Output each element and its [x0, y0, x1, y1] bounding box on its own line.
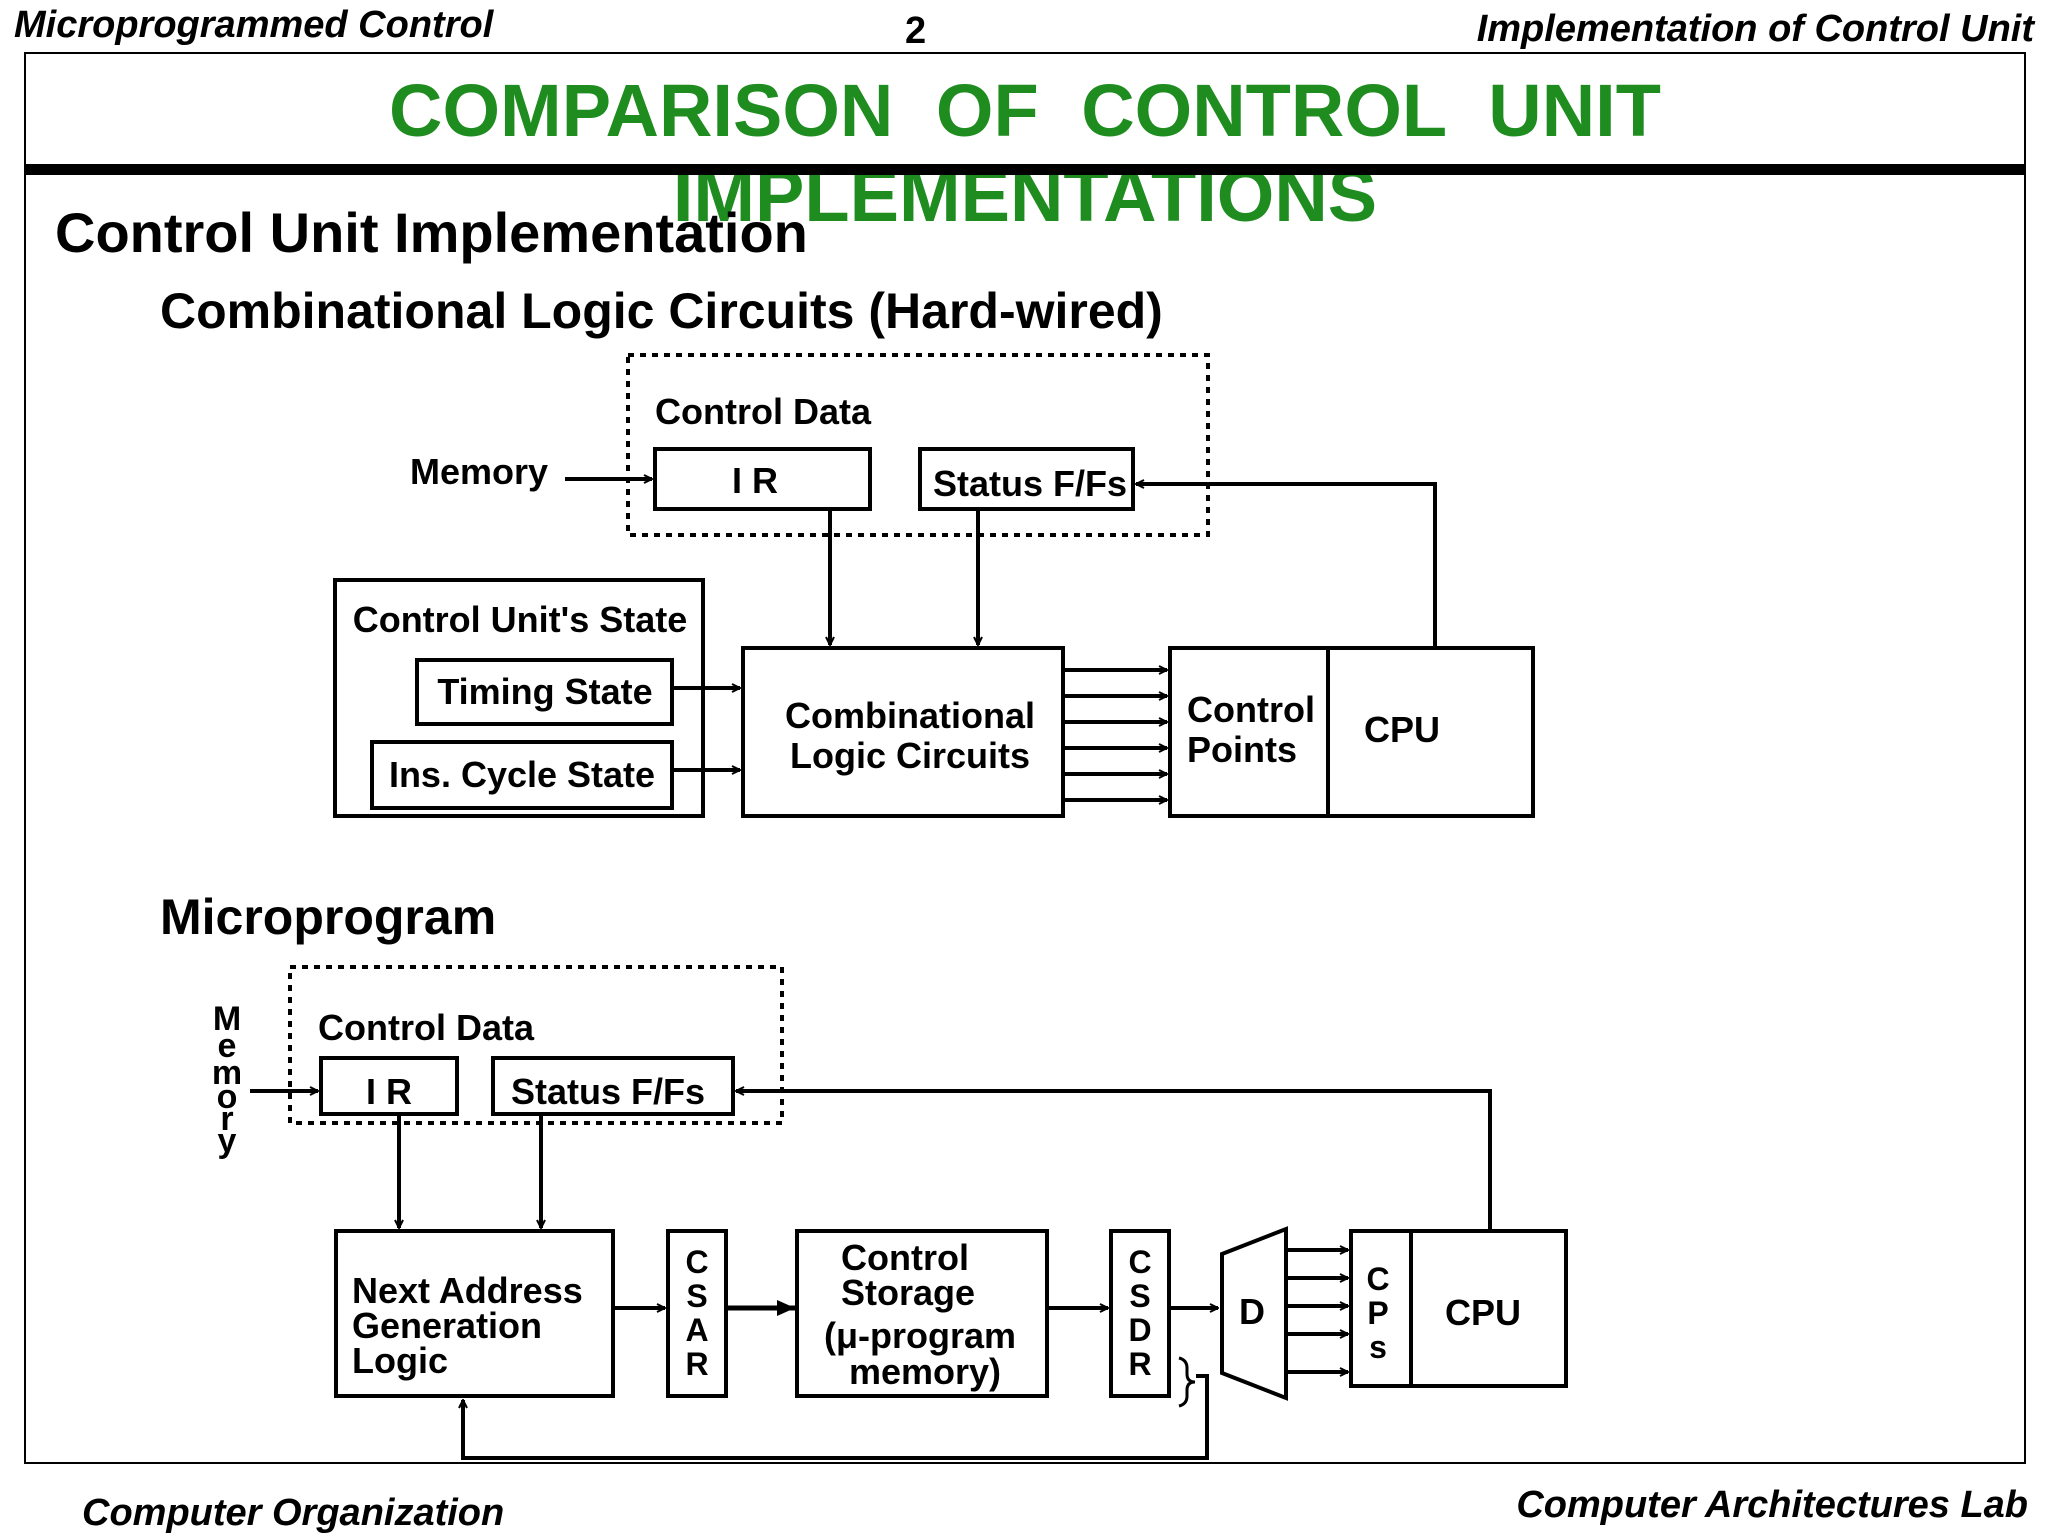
hw-logic-box [741, 646, 1065, 818]
mp-decoder-output-arrows [1286, 1250, 1348, 1372]
hw-state-label: Control Unit's State [353, 599, 688, 640]
svg-text:S: S [686, 1278, 707, 1314]
svg-text:m: m [212, 1054, 242, 1092]
svg-text:o: o [217, 1078, 238, 1116]
mp-control-storage-label-1: Control [841, 1237, 969, 1278]
mp-memory-label: M e m o r y [212, 1000, 242, 1160]
mp-csdr-box [1109, 1229, 1171, 1398]
hardwired-heading: Combinational Logic Circuits (Hard-wired… [160, 283, 1163, 339]
hw-logic-label-1: Combinational [785, 695, 1035, 736]
mp-next-address-label-3: Logic [352, 1340, 448, 1381]
hw-status-box [918, 447, 1135, 511]
section-title: Control Unit Implementation [55, 201, 808, 264]
mp-status-label: Status F/Fs [511, 1071, 705, 1112]
svg-text:M: M [213, 1000, 241, 1038]
mp-control-data-group [288, 965, 784, 1125]
hw-control-data-label: Control Data [655, 391, 872, 432]
svg-text:P: P [1367, 1295, 1388, 1331]
mp-next-address-label-1: Next Address [352, 1270, 583, 1311]
slide-frame [24, 52, 2026, 1464]
mp-csar-label: C S A R [685, 1244, 708, 1382]
svg-text:R: R [1128, 1346, 1151, 1382]
mp-next-address-box [334, 1229, 615, 1398]
svg-text:y: y [218, 1122, 237, 1160]
hw-cpu-feedback-arrow [1136, 484, 1437, 648]
svg-text:C: C [1128, 1244, 1151, 1280]
hw-control-signal-arrows [1063, 670, 1167, 800]
hw-cpu-label: CPU [1364, 709, 1440, 750]
mp-decoder-shape [1220, 1226, 1288, 1401]
mp-control-storage-box [795, 1229, 1049, 1398]
hw-state-group [333, 578, 705, 818]
svg-text:D: D [1128, 1312, 1151, 1348]
mp-cpu-feedback-arrow [736, 1091, 1492, 1231]
svg-text:e: e [218, 1027, 237, 1065]
title-divider [24, 164, 2026, 175]
mp-cpu-label: CPU [1445, 1292, 1521, 1333]
svg-text:s: s [1369, 1329, 1387, 1365]
hw-memory-label: Memory [410, 451, 548, 492]
svg-text:S: S [1129, 1278, 1150, 1314]
mp-csdr-label: C S D R [1128, 1244, 1151, 1382]
mp-csdr-brace [1178, 1356, 1196, 1408]
svg-text:C: C [685, 1244, 708, 1280]
svg-text:A: A [685, 1312, 708, 1348]
svg-text:C: C [1366, 1261, 1389, 1297]
mp-control-storage-label-4: memory) [849, 1351, 1001, 1392]
mp-ir-box [319, 1056, 459, 1116]
microprogram-heading: Microprogram [160, 889, 497, 945]
hw-ins-cycle-label: Ins. Cycle State [389, 754, 655, 795]
hw-timing-state-label: Timing State [437, 671, 652, 712]
footer-right: Computer Architectures Lab [1516, 1484, 2028, 1526]
mp-control-storage-label-3: (μ-program [824, 1315, 1016, 1356]
header-left-title: Microprogrammed Control [14, 4, 494, 46]
hw-ins-cycle-box [370, 740, 674, 810]
mp-decoder-label: D [1239, 1291, 1265, 1332]
hw-control-points-label-1: Control [1187, 689, 1315, 730]
header-right-title: Implementation of Control Unit [1476, 8, 2034, 50]
mp-status-box [491, 1056, 735, 1116]
hw-status-label: Status F/Fs [933, 463, 1127, 504]
hw-control-data-group [626, 353, 1210, 537]
mp-next-address-feedback-arrow [463, 1374, 1209, 1460]
hw-ir-box [653, 447, 872, 511]
footer-left: Computer Organization [82, 1492, 505, 1534]
mp-control-data-label: Control Data [318, 1007, 535, 1048]
mp-csar-box [666, 1229, 728, 1398]
mp-cps-label: C P s [1366, 1261, 1389, 1365]
hw-logic-label-2: Logic Circuits [790, 735, 1030, 776]
page-number: 2 [905, 10, 927, 52]
mp-next-address-label-2: Generation [352, 1305, 542, 1346]
mp-ir-label: I R [366, 1071, 412, 1112]
hw-cpu-box [1326, 646, 1535, 818]
svg-text:r: r [220, 1100, 233, 1138]
hw-control-points-label-2: Points [1187, 729, 1297, 770]
hw-timing-state-box [415, 658, 674, 726]
mp-control-storage-label-2: Storage [841, 1272, 975, 1313]
svg-text:R: R [685, 1346, 708, 1382]
hw-ir-label: I R [732, 460, 778, 501]
